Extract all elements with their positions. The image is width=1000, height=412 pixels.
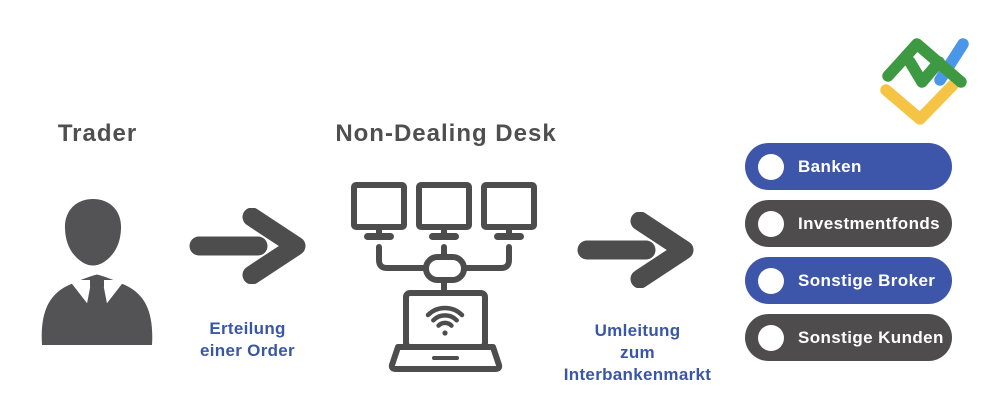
pill-label: Investmentfonds [798, 213, 941, 233]
flow2-caption-line1: Umleitung [594, 321, 681, 340]
flow2-caption-line3: Interbankenmarkt [563, 365, 712, 384]
wifi-icon [425, 305, 465, 336]
litefinance-logo-icon [880, 38, 969, 125]
pill-label: Sonstige Kunden [798, 327, 944, 347]
pill-label: Banken [798, 156, 862, 176]
businessman-icon [41, 199, 153, 345]
destination-pill-investmentfonds: Investmentfonds [745, 200, 952, 247]
arrow-right-icon [577, 212, 694, 288]
destination-pill-sonstige-kunden: Sonstige Kunden [745, 314, 952, 361]
destination-pill-sonstige-broker: Sonstige Broker [745, 257, 952, 304]
flow1-caption-line1: Erteilung [209, 319, 286, 338]
monitor-icon [351, 182, 537, 236]
computer-network-icon [351, 182, 537, 372]
circle-bullet-icon [758, 324, 784, 351]
flow1-caption-line2: einer Order [200, 341, 295, 360]
laptop-icon [388, 290, 503, 372]
circle-bullet-icon [758, 267, 784, 294]
circle-bullet-icon [758, 210, 784, 237]
flow1-caption: Erteilung einer Order [180, 318, 315, 362]
circle-bullet-icon [758, 153, 784, 180]
arrow-right-icon [189, 208, 306, 284]
destination-pill-banken: Banken [745, 143, 952, 190]
desk-title: Non-Dealing Desk [335, 120, 557, 147]
pill-label: Sonstige Broker [798, 270, 936, 290]
flow2-caption: Umleitung zum Interbankenmarkt [535, 320, 740, 386]
trader-title: Trader [57, 120, 138, 147]
flow2-caption-line2: zum [620, 343, 655, 362]
hub-icon [423, 254, 467, 283]
